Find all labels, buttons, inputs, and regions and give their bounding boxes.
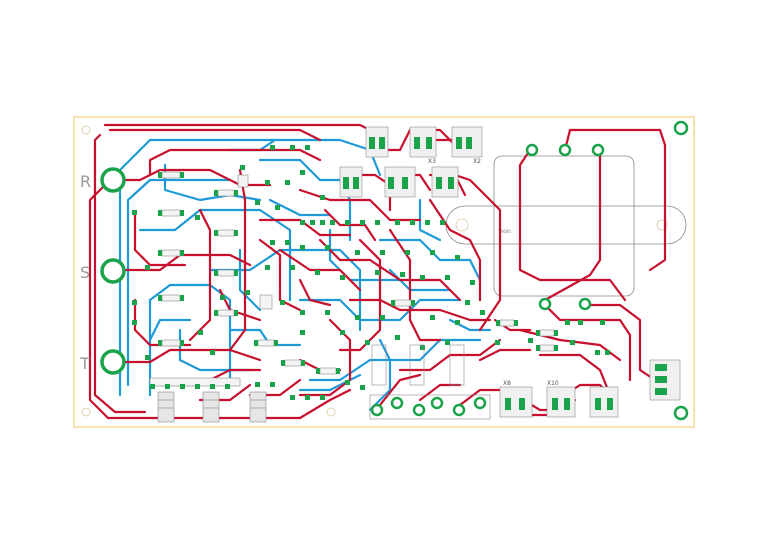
connector-x8-label: X8	[503, 380, 511, 387]
phase-s-pad	[100, 258, 126, 284]
phase-r-pad	[100, 167, 126, 193]
phase-terminals	[100, 167, 126, 375]
transformer-outline	[445, 155, 687, 297]
terminal-pads	[343, 137, 667, 410]
ic-footprints	[369, 344, 491, 420]
potentiometers	[157, 391, 267, 423]
connector-x2-label: X2	[473, 158, 481, 165]
component-pads	[132, 145, 610, 400]
phase-t-label: T	[79, 354, 90, 373]
connector-x3-label: X3	[428, 158, 436, 165]
phase-s-label: S	[80, 263, 90, 282]
connector-x10-label: X10	[547, 380, 559, 387]
phase-t-pad	[100, 349, 126, 375]
svg-text:TR600: TR600	[497, 229, 511, 234]
board-outline	[73, 116, 695, 428]
mounting-holes	[81, 125, 668, 417]
large-pads	[370, 120, 689, 421]
component-bodies	[149, 171, 555, 387]
phase-r-label: R	[80, 172, 91, 191]
